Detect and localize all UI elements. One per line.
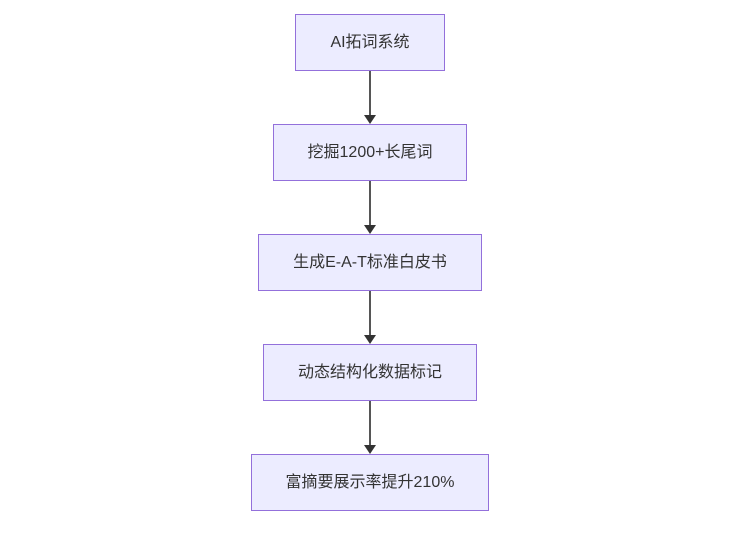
flow-node-eat-whitepaper: 生成E-A-T标准白皮书 [258,234,482,291]
arrow-down-icon [364,291,376,344]
flow-node-rich-snippet-result: 富摘要展示率提升210% [250,454,490,511]
flow-node-longtail-mining: 挖掘1200+长尾词 [272,124,468,181]
flowchart-column: AI拓词系统 挖掘1200+长尾词 生成E-A-T标准白皮书 动态结构化数据标记… [0,14,729,511]
arrow-shaft [369,401,371,445]
arrow-down-icon [364,181,376,234]
flow-node-structured-data: 动态结构化数据标记 [262,344,477,401]
arrow-head-icon [364,335,376,344]
arrow-shaft [369,291,371,335]
arrow-down-icon [364,401,376,454]
arrow-down-icon [364,71,376,124]
arrow-shaft [369,71,371,115]
arrow-head-icon [364,445,376,454]
arrow-shaft [369,181,371,225]
flow-node-ai-keyword-system: AI拓词系统 [295,14,445,71]
arrow-head-icon [364,115,376,124]
arrow-head-icon [364,225,376,234]
